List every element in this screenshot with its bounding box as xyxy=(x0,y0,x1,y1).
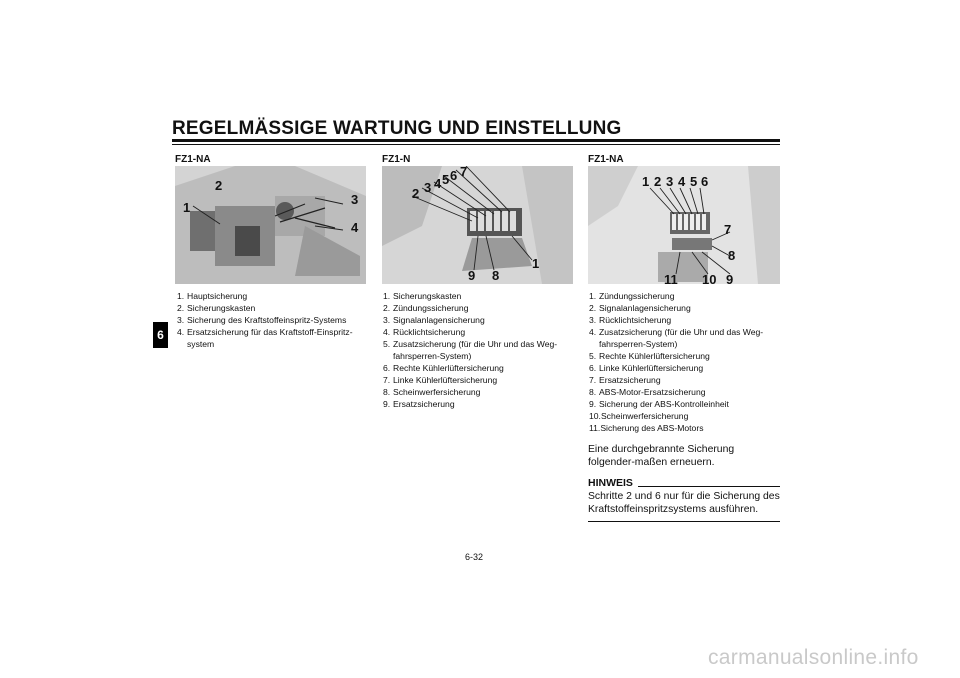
col1-callout-2: 2 xyxy=(215,178,223,193)
col3-heading: FZ1-NA xyxy=(588,154,624,165)
col3-callout-10: 10 xyxy=(702,272,717,284)
watermark: carmanualsonline.info xyxy=(708,646,919,669)
list-item: 5.Zusatzsicherung (für die Uhr und das W… xyxy=(383,339,558,361)
col2-callout-5: 5 xyxy=(442,172,450,187)
col3-callout-8: 8 xyxy=(728,248,736,263)
col3-callout-3: 3 xyxy=(666,174,674,189)
col3-callout-6: 6 xyxy=(701,174,709,189)
col2-callout-6: 6 xyxy=(450,168,458,183)
col3-callout-2: 2 xyxy=(654,174,662,189)
col2-callout-8: 8 xyxy=(492,268,500,283)
col3-callout-11: 11 xyxy=(664,272,678,284)
instruction-paragraph: Eine durchgebrannte Sicherung folgender-… xyxy=(588,444,735,468)
list-item: 1.Sicherungskasten xyxy=(383,291,462,301)
note-title-rule xyxy=(638,486,780,487)
list-item: 8.Scheinwerfersicherung xyxy=(383,387,481,397)
list-item: 2.Signalanlagensicherung xyxy=(589,303,691,313)
list-item: 9.Sicherung der ABS-Kontrolleinheit xyxy=(589,399,729,409)
list-item: 4.Rücklichtsicherung xyxy=(383,327,466,337)
col1-legend: 1.Hauptsicherung 2.Sicherungskasten 3.Si… xyxy=(177,290,367,350)
col3-callout-1: 1 xyxy=(642,174,650,189)
col3-callout-4: 4 xyxy=(678,174,686,189)
col3-legend: 1.Zündungssicherung 2.Signalanlagensiche… xyxy=(589,290,781,434)
col1-callout-1: 1 xyxy=(183,200,191,215)
list-item: 2.Sicherungskasten xyxy=(177,303,256,313)
list-item: 9.Ersatzsicherung xyxy=(383,399,455,409)
list-item: 6.Linke Kühlerlüftersicherung xyxy=(589,363,704,373)
list-item: 3.Rücklichtsicherung xyxy=(589,315,672,325)
page-title: REGELMÄSSIGE WARTUNG UND EINSTELLUNG xyxy=(172,118,622,139)
col2-callout-1: 1 xyxy=(532,256,540,271)
col2-callout-7: 7 xyxy=(460,166,468,179)
note-end-rule xyxy=(588,521,780,522)
col2-legend: 1.Sicherungskasten 2.Zündungssicherung 3… xyxy=(383,290,575,410)
list-item: 1.Zündungssicherung xyxy=(589,291,675,301)
list-item: 2.Zündungssicherung xyxy=(383,303,469,313)
col2-callout-3: 3 xyxy=(424,180,432,195)
col1-photo: 1 2 3 4 xyxy=(175,166,366,284)
list-item: 7.Linke Kühlerlüftersicherung xyxy=(383,375,498,385)
list-item: 10.Scheinwerfersicherung xyxy=(589,411,689,421)
list-item: 8.ABS-Motor-Ersatzsicherung xyxy=(589,387,706,397)
col3-callout-9: 9 xyxy=(726,272,734,284)
col2-heading: FZ1-N xyxy=(382,154,411,165)
list-item: 11.Sicherung des ABS-Motors xyxy=(589,423,704,433)
list-item: 7.Ersatzsicherung xyxy=(589,375,661,385)
col3-callout-5: 5 xyxy=(690,174,698,189)
title-rule-thick xyxy=(172,139,780,142)
list-item: 6.Rechte Kühlerlüftersicherung xyxy=(383,363,504,373)
list-item: 5.Rechte Kühlerlüftersicherung xyxy=(589,351,710,361)
col2-photo: 2 3 4 5 6 7 1 9 8 xyxy=(382,166,573,284)
list-item: 1.Hauptsicherung xyxy=(177,291,248,301)
note-text: Schritte 2 und 6 nur für die Sicherung d… xyxy=(588,491,780,515)
title-rule-thin xyxy=(172,144,780,145)
page-number: 6-32 xyxy=(465,552,484,562)
note-title: HINWEIS xyxy=(588,477,633,489)
col1-callout-4: 4 xyxy=(351,220,359,235)
chapter-tab: 6 xyxy=(153,322,168,348)
list-item: 3.Sicherung des Kraftstoffeinspritz-Syst… xyxy=(177,315,347,325)
list-item: 4.Zusatzsicherung (für die Uhr und das W… xyxy=(589,327,764,349)
col2-callout-4: 4 xyxy=(434,176,442,191)
col1-callout-3: 3 xyxy=(351,192,359,207)
col3-callout-7: 7 xyxy=(724,222,732,237)
list-item: 4.Ersatzsicherung für das Kraftstoff-Ein… xyxy=(177,327,353,349)
col1-heading: FZ1-NA xyxy=(175,154,211,165)
list-item: 3.Signalanlagensicherung xyxy=(383,315,485,325)
col3-photo: 1 2 3 4 5 6 7 8 9 10 11 xyxy=(588,166,780,284)
col2-callout-2: 2 xyxy=(412,186,420,201)
col2-callout-9: 9 xyxy=(468,268,476,283)
